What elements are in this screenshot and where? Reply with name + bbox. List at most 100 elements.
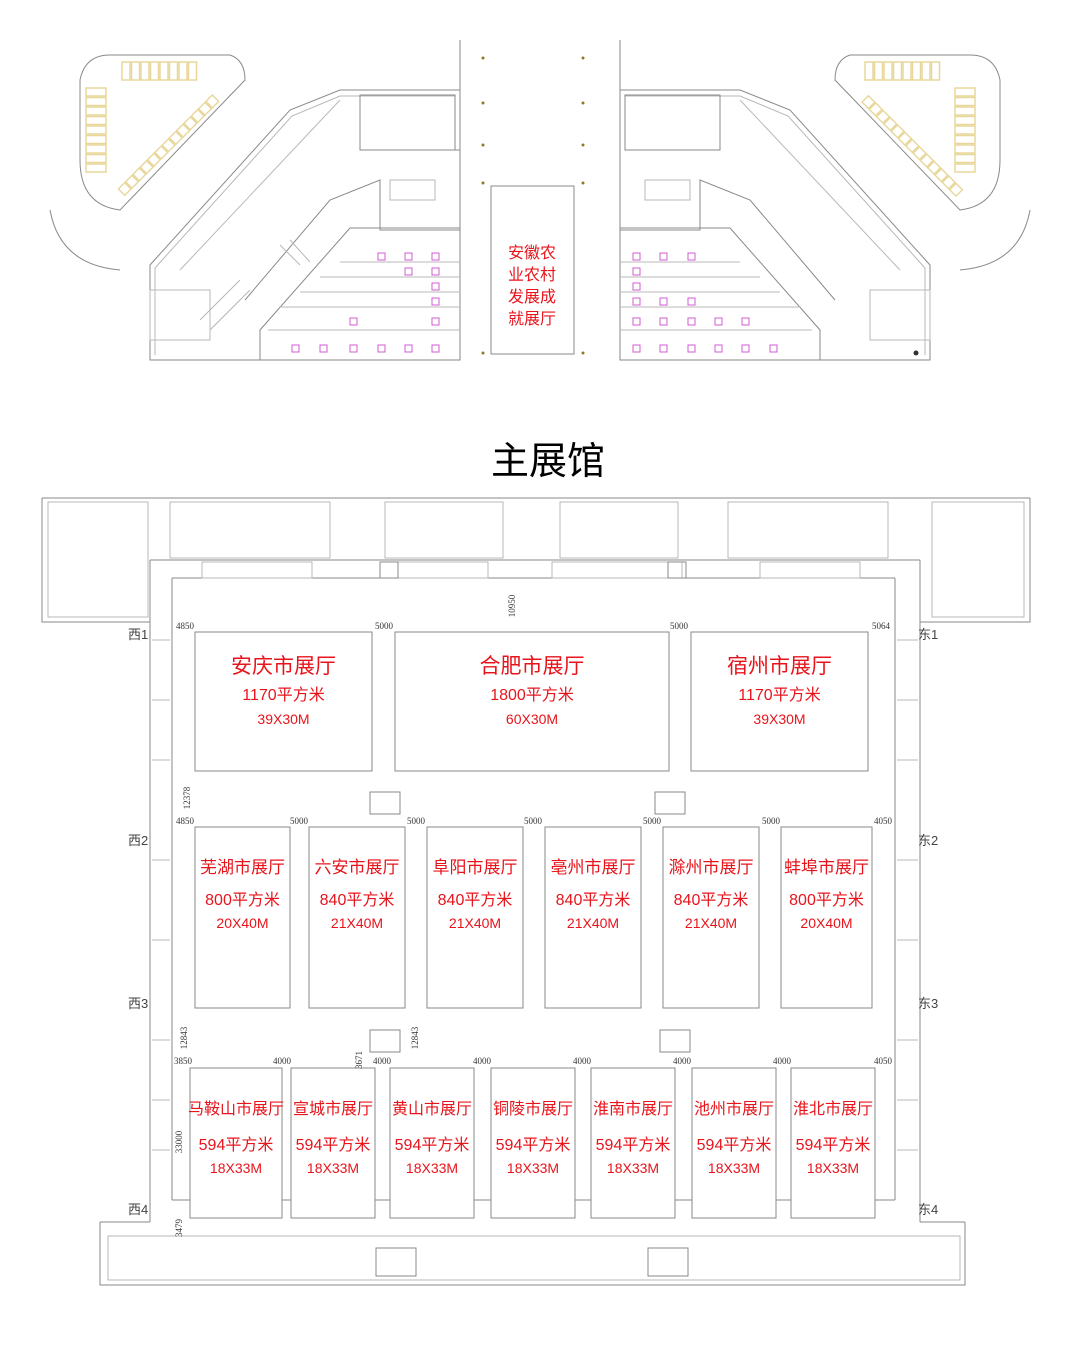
hall-area: 594平方米 xyxy=(296,1136,371,1154)
hall-box xyxy=(490,1067,576,1219)
hall-name: 宣城市展厅 xyxy=(293,1100,373,1118)
hall-name: 淮南市展厅 xyxy=(593,1100,673,1118)
hall-name: 黄山市展厅 xyxy=(392,1100,472,1118)
hall-area: 840平方米 xyxy=(320,891,395,909)
booth-marker xyxy=(319,344,328,353)
gate-west-label: 西4 xyxy=(128,1202,148,1217)
dimension-label: 5000 xyxy=(643,816,662,826)
booth-marker xyxy=(687,252,696,261)
parking-stall xyxy=(161,137,176,153)
parking-stall xyxy=(130,61,141,81)
gate-west-label: 西2 xyxy=(128,833,148,848)
booth-marker xyxy=(659,297,668,306)
gate-east-label: 东1 xyxy=(918,627,938,642)
dimension-label: 4050 xyxy=(874,1056,893,1066)
hall-area: 594平方米 xyxy=(395,1136,470,1154)
parking-stall xyxy=(954,96,976,107)
dimension-label: 10950 xyxy=(507,594,517,617)
dimension-label: 3850 xyxy=(174,1056,193,1066)
page-title: 主展馆 xyxy=(491,439,605,483)
parking-stall xyxy=(873,61,884,81)
hall-area: 594平方米 xyxy=(697,1136,772,1154)
booth-marker xyxy=(431,252,440,261)
parking-stall xyxy=(153,145,169,160)
hall-box xyxy=(780,826,873,1009)
gate-east-label: 东2 xyxy=(918,833,938,848)
hall-name: 淮北市展厅 xyxy=(793,1100,873,1118)
parking-stall xyxy=(178,61,188,81)
parking-stall xyxy=(948,182,964,198)
booth-marker xyxy=(632,267,641,276)
hall-size: 20X40M xyxy=(216,915,268,931)
dimension-label: 4000 xyxy=(673,1056,692,1066)
parking-stall xyxy=(140,61,150,81)
parking-stall xyxy=(121,61,131,81)
hall-box xyxy=(194,826,291,1009)
dimension-label: 4850 xyxy=(176,621,195,631)
parking-stall xyxy=(954,144,976,154)
parking-stall xyxy=(926,160,942,176)
parking-stall xyxy=(124,174,140,190)
dimension-label: 12843 xyxy=(179,1026,189,1049)
hall-area: 1800平方米 xyxy=(490,686,574,704)
hall-name: 阜阳市展厅 xyxy=(433,858,518,877)
dimension-label: 4050 xyxy=(874,816,893,826)
hall-size: 18X33M xyxy=(406,1160,458,1176)
dimension-label: 5064 xyxy=(872,621,891,631)
hall-size: 18X33M xyxy=(708,1160,760,1176)
parking-stall xyxy=(902,61,912,81)
booth-marker xyxy=(687,317,696,326)
booth-marker xyxy=(659,252,668,261)
gate-west-label: 西3 xyxy=(128,996,148,1011)
parking-stall xyxy=(912,145,927,161)
hall-box xyxy=(308,826,406,1009)
parking-stall xyxy=(861,94,876,110)
hall-name: 马鞍山市展厅 xyxy=(188,1100,284,1118)
hall-area: 594平方米 xyxy=(596,1136,671,1154)
booth-marker xyxy=(404,252,413,261)
parking-stall xyxy=(921,61,931,81)
booth-marker xyxy=(349,317,358,326)
hall-box xyxy=(394,631,670,772)
booth-marker xyxy=(714,317,723,326)
booth-marker xyxy=(404,344,413,353)
parking-stall xyxy=(85,153,107,164)
dimension-label: 4000 xyxy=(273,1056,292,1066)
hall-box xyxy=(590,1067,676,1219)
row2-halls: 芜湖市展厅800平方米20X40M六安市展厅840平方米21X40M阜阳市展厅8… xyxy=(194,826,873,1009)
hall-name: 池州市展厅 xyxy=(694,1100,774,1118)
booth-marker xyxy=(659,317,668,326)
parking-stall xyxy=(131,167,147,182)
hall-box xyxy=(790,1067,876,1219)
corridor-lights xyxy=(481,56,585,355)
hall-area: 800平方米 xyxy=(789,891,864,909)
hall-size: 39X30M xyxy=(257,711,309,727)
parking-stall xyxy=(954,163,976,173)
booth-marker xyxy=(377,252,386,261)
parking-stall xyxy=(892,61,903,81)
parking-stall xyxy=(954,106,976,116)
hall-box xyxy=(690,631,869,772)
hall-size: 18X33M xyxy=(607,1160,659,1176)
hall-box xyxy=(194,631,373,772)
hall-area: 594平方米 xyxy=(496,1136,571,1154)
hall-name: 六安市展厅 xyxy=(315,858,400,877)
hall-size: 21X40M xyxy=(567,915,619,931)
parking-stall xyxy=(168,130,184,146)
parking-stall xyxy=(85,125,107,135)
parking-stall xyxy=(146,152,162,168)
parking-stall xyxy=(919,153,935,168)
hall-name: 合肥市展厅 xyxy=(480,655,585,678)
parking-stall xyxy=(882,116,898,132)
booth-marker xyxy=(431,282,440,291)
booth-marker xyxy=(741,344,750,353)
hall-area: 840平方米 xyxy=(674,891,749,909)
booth-marker xyxy=(431,297,440,306)
dimension-label: 4000 xyxy=(373,1056,392,1066)
achievement-hall-label-2: 业农村 xyxy=(508,266,556,284)
achievement-hall-label-4: 就展厅 xyxy=(508,310,556,328)
parking-stall xyxy=(85,87,107,97)
